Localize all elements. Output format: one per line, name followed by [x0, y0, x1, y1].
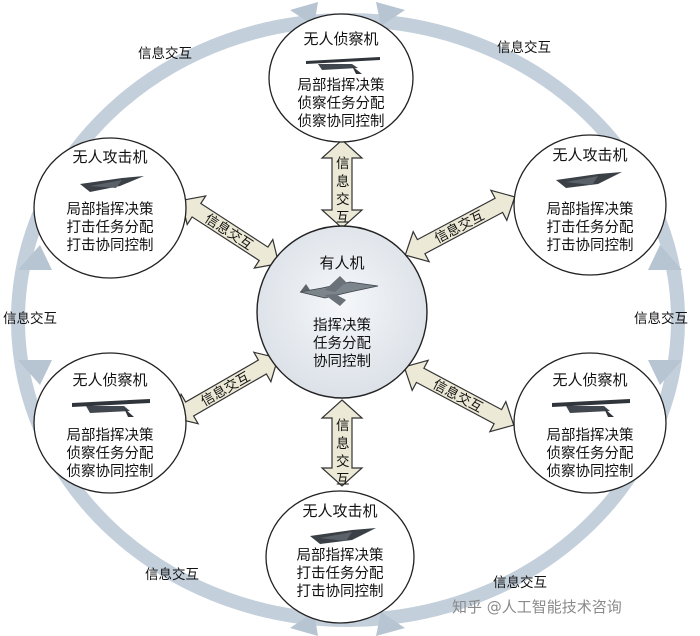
spoke-top-char-4: 互 — [336, 210, 350, 226]
attack-drone-icon — [80, 176, 144, 192]
ring-arrowhead-top-right — [376, 2, 405, 26]
attack-drone-icon — [310, 528, 376, 544]
spoke-bottom-char-4: 互 — [336, 472, 350, 488]
node-upper-right-title: 无人攻击机 — [552, 146, 627, 164]
node-top-line-3: 侦察协同控制 — [298, 112, 385, 130]
node-upper-right-line-1: 局部指挥决策 — [547, 201, 634, 218]
node-lower-left-circle — [33, 352, 187, 494]
spoke-top-char-3: 交 — [336, 191, 350, 208]
ring-arrowhead-right-down — [648, 360, 682, 385]
node-top: 无人侦察机 局部指挥决策 侦察任务分配 侦察协同控制 — [268, 13, 414, 143]
node-bottom-title: 无人攻击机 — [302, 502, 377, 520]
node-bottom-line-1: 局部指挥决策 — [297, 547, 384, 564]
spoke-bottom-char-1: 信 — [336, 418, 350, 434]
node-lower-right-line-3: 侦察协同控制 — [547, 462, 634, 480]
watermark: 知乎 @人工智能技术咨询 — [452, 598, 622, 616]
recon-drone-icon — [306, 57, 380, 74]
node-upper-left: 无人攻击机 局部指挥决策 打击任务分配 打击协同控制 — [33, 137, 187, 279]
center-line-3: 协同控制 — [313, 353, 371, 370]
node-upper-right-line-2: 打击任务分配 — [547, 219, 634, 236]
node-top-line-2: 侦察任务分配 — [298, 94, 385, 112]
node-upper-right: 无人攻击机 局部指挥决策 打击任务分配 打击协同控制 — [513, 134, 667, 276]
ring-label-bottom-left: 信息交互 — [145, 566, 199, 583]
recon-drone-icon — [72, 399, 150, 417]
spoke-upper-left: 信息交互 — [180, 195, 280, 269]
ring-label-right: 信息交互 — [634, 310, 688, 327]
spoke-lower-left-label: 信息交互 — [198, 368, 253, 410]
center-line-2: 任务分配 — [313, 335, 371, 352]
spoke-lower-right-label: 信息交互 — [430, 376, 486, 416]
node-lower-left-title: 无人侦察机 — [72, 371, 147, 389]
spoke-upper-left-label: 信息交互 — [202, 210, 257, 254]
node-lower-right: 无人侦察机 局部指挥决策 侦察任务分配 侦察协同控制 — [513, 352, 667, 494]
node-upper-left-circle — [33, 137, 187, 279]
spoke-bottom: 信 息 交 互 — [320, 399, 364, 488]
ring-labels: 信息交互 信息交互 信息交互 信息交互 信息交互 信息交互 — [3, 39, 688, 591]
manned-jet-icon — [299, 276, 379, 306]
node-bottom-circle — [265, 490, 415, 624]
spoke-upper-right-label: 信息交互 — [432, 207, 488, 247]
center-title: 有人机 — [319, 254, 364, 272]
ring-arrowhead-left-up — [18, 245, 52, 270]
recon-drone-icon — [552, 399, 630, 417]
node-bottom-line-3: 打击协同控制 — [297, 583, 384, 600]
ring-label-top-right: 信息交互 — [497, 39, 551, 56]
node-lower-left-line-1: 局部指挥决策 — [67, 427, 154, 444]
center-line-1: 指挥决策 — [313, 317, 371, 334]
node-upper-left-line-1: 局部指挥决策 — [67, 201, 154, 218]
spoke-bottom-char-3: 交 — [336, 453, 350, 470]
spoke-upper-right: 信息交互 — [404, 189, 516, 263]
center-circle — [256, 225, 428, 399]
center-node: 有人机 指挥决策 任务分配 协同控制 — [256, 225, 428, 399]
node-lower-right-circle — [513, 352, 667, 494]
spoke-lower-right: 信息交互 — [403, 359, 515, 433]
node-upper-left-line-2: 打击任务分配 — [67, 219, 154, 236]
ring-arrowhead-right-up — [648, 245, 682, 270]
ring-label-top-left: 信息交互 — [138, 45, 192, 62]
ring-label-left: 信息交互 — [3, 310, 57, 327]
node-upper-left-title: 无人攻击机 — [72, 148, 147, 166]
node-lower-right-line-2: 侦察任务分配 — [547, 444, 634, 462]
spoke-bottom-char-2: 息 — [336, 435, 350, 452]
node-lower-right-title: 无人侦察机 — [552, 371, 627, 389]
spoke-top: 信 息 交 互 — [320, 139, 364, 229]
node-upper-left-line-3: 打击协同控制 — [67, 237, 154, 254]
node-top-circle — [268, 13, 414, 143]
spoke-top-char-1: 信 — [336, 156, 350, 172]
node-lower-left-line-2: 侦察任务分配 — [67, 444, 154, 462]
node-bottom: 无人攻击机 局部指挥决策 打击任务分配 打击协同控制 — [265, 490, 415, 624]
attack-drone-icon — [556, 172, 622, 188]
node-upper-right-circle — [513, 134, 667, 276]
node-lower-left-line-3: 侦察协同控制 — [67, 462, 154, 480]
ring-label-bottom-right: 信息交互 — [493, 574, 547, 591]
node-top-title: 无人侦察机 — [303, 30, 378, 48]
node-bottom-line-2: 打击任务分配 — [297, 565, 384, 582]
ring-arrowhead-bottom-right — [376, 612, 405, 636]
spoke-top-char-2: 息 — [336, 173, 350, 190]
ring-arrowhead-left-down — [18, 360, 52, 385]
node-upper-right-line-3: 打击协同控制 — [547, 237, 634, 254]
node-lower-left: 无人侦察机 局部指挥决策 侦察任务分配 侦察协同控制 — [33, 352, 187, 494]
node-lower-right-line-1: 局部指挥决策 — [547, 427, 634, 444]
node-top-line-1: 局部指挥决策 — [298, 77, 385, 94]
